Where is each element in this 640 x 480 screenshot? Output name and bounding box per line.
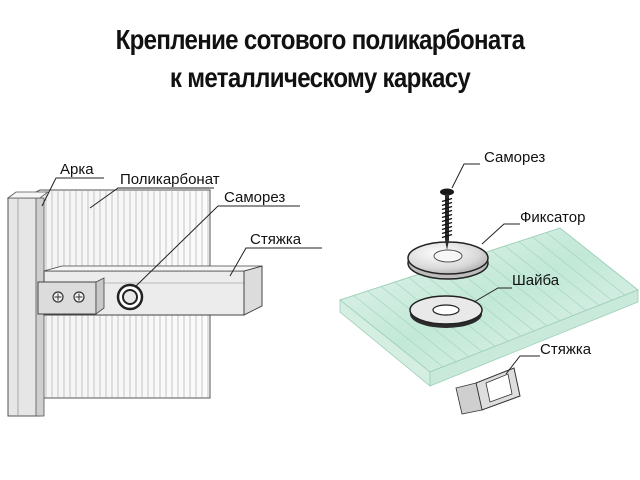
polycarbonate-sheet-perspective xyxy=(338,227,639,387)
label-screw-left: Саморез xyxy=(224,189,285,206)
retainer xyxy=(407,241,489,280)
bolt-icon xyxy=(52,291,64,303)
connection-bracket xyxy=(37,277,105,315)
left-leader-lines xyxy=(41,177,322,287)
label-washer: Шайба xyxy=(512,272,560,289)
washer xyxy=(409,295,483,328)
right-exploded-view: Саморез Фиксатор Шайба Стяжка xyxy=(338,149,639,415)
label-polycarbonate: Поликарбонат xyxy=(120,171,220,188)
diagram-title-line-2: к металлическому каркасу xyxy=(169,62,471,93)
left-assembly-view: Арка Поликарбонат Саморез Стяжка xyxy=(6,161,322,417)
self-tapping-screw xyxy=(440,188,454,250)
label-arch: Арка xyxy=(60,161,94,178)
screw-with-washer xyxy=(116,283,144,311)
right-leader-lines xyxy=(451,163,540,375)
tie-square-pipe xyxy=(455,367,521,415)
label-tie-left: Стяжка xyxy=(250,231,302,248)
label-tie-right: Стяжка xyxy=(540,341,592,358)
diagram-title-line-1: Крепление сотового поликарбоната xyxy=(115,24,525,55)
label-retainer: Фиксатор xyxy=(520,209,585,226)
label-screw-right: Саморез xyxy=(484,149,545,166)
bolt-icon xyxy=(73,291,85,303)
